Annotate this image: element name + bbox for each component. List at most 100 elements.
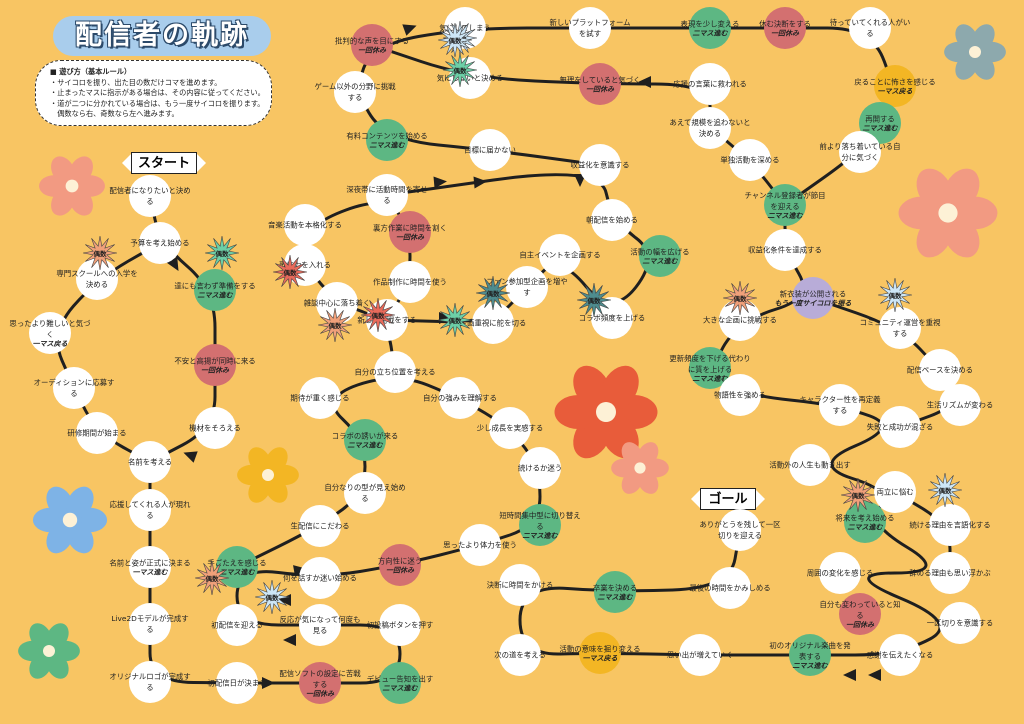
board-square xyxy=(579,144,621,186)
square-label: 新衣装が公開されるもう一度サイコロを振る xyxy=(772,289,854,308)
square-label: 自分なりの型が見え始める xyxy=(324,482,406,504)
flower-icon xyxy=(554,365,658,459)
square-label: 表現を少し変える二マス進む xyxy=(681,19,740,38)
square-label: 収益化条件を達成する xyxy=(744,245,826,256)
square-label: 自分の立ち位置を考える xyxy=(354,367,436,378)
board-square xyxy=(489,407,531,449)
board-square xyxy=(819,552,861,594)
path-arrow xyxy=(433,176,447,189)
square-effect: 一回休み xyxy=(586,85,614,94)
board-square xyxy=(839,131,881,173)
square-label: 収益化を意識する xyxy=(570,160,629,171)
board-square xyxy=(344,472,386,514)
board-square xyxy=(129,175,171,217)
square-text: コラボの誘いが来る xyxy=(331,431,399,441)
board-square xyxy=(299,377,341,419)
square-label: 反応が気になって何度も見る xyxy=(279,614,361,636)
dice-label: 偶数 xyxy=(215,250,229,258)
square-label: コラボの誘いが来る二マス進む xyxy=(324,431,406,450)
square-label: 裏方作業に時間を割く一回休み xyxy=(369,223,451,242)
square-effect: 一マス進む xyxy=(132,568,168,577)
board-square xyxy=(129,661,171,703)
square-text: 表現を少し変える xyxy=(680,19,740,29)
square-text: 研修期間が始まる xyxy=(67,428,127,438)
square-text: 歌に力を入れる xyxy=(279,260,331,270)
board-square xyxy=(594,571,636,613)
board-square xyxy=(389,261,431,303)
square-text: 短時間集中型に切り替える xyxy=(499,511,581,531)
board-square xyxy=(194,407,236,449)
board-square xyxy=(506,266,548,308)
square-text: 機材をそろえる xyxy=(189,423,241,433)
path-arrow xyxy=(473,176,487,189)
square-text: 自分の立ち位置を考える xyxy=(354,367,436,377)
square-label: 気にしないと決める xyxy=(429,73,511,84)
square-label: 続ける理由を言語化する xyxy=(909,520,991,531)
square-text: オリジナルロゴが完成する xyxy=(109,672,191,692)
board-square xyxy=(299,604,341,646)
square-text: 応援の言葉に救われる xyxy=(673,79,747,89)
square-text: 休む決断をする xyxy=(759,19,811,29)
board-square xyxy=(499,564,541,606)
path-arrow xyxy=(183,451,198,463)
board-square xyxy=(764,184,806,226)
board-square xyxy=(819,384,861,426)
square-text: 大きな企画に挑戦する xyxy=(703,315,777,325)
square-effect: 二マス進む xyxy=(382,684,418,693)
board-square xyxy=(764,229,806,271)
square-label: 初投稿ボタンを押す xyxy=(359,620,441,631)
square-text: 将来を考え始める xyxy=(835,513,895,523)
square-label: 不安と高揚が同時に来る一回休み xyxy=(174,356,256,375)
square-label: 辞める理由も思い浮かぶ xyxy=(909,568,991,579)
square-text: 配信ソフトの設定に苦戦する xyxy=(279,669,361,689)
board-square xyxy=(689,7,731,49)
board-square xyxy=(719,374,761,416)
square-label: 配信ソフトの設定に苦戦する一回休み xyxy=(279,668,361,698)
board-square xyxy=(439,377,481,419)
path-arrow xyxy=(262,677,275,689)
square-effect: 二マス進む xyxy=(219,568,255,577)
board-square xyxy=(519,504,561,546)
square-text: 続ける理由を言語化する xyxy=(909,520,991,530)
square-text: 物語性を強める xyxy=(714,390,766,400)
board-square xyxy=(379,544,421,586)
square-label: 将来を考え始める二マス進む xyxy=(835,513,894,532)
square-label: 思い出が増えていく xyxy=(659,650,741,661)
board-square xyxy=(379,604,421,646)
board-square xyxy=(216,546,258,588)
square-label: 初配信を迎える xyxy=(211,620,263,631)
square-label: 決断に時間をかける xyxy=(479,580,561,591)
dice-label: 偶数 xyxy=(265,594,279,602)
dice-burst-icon: 偶数 xyxy=(82,235,118,271)
board-square xyxy=(689,107,731,149)
square-text: 最後の時間をかみしめる xyxy=(689,583,771,593)
square-text: 決断に時間をかける xyxy=(486,580,554,590)
square-text: 思ったより難しいと気づく xyxy=(9,319,91,339)
square-text: 初配信を迎える xyxy=(211,620,263,630)
square-text: 企画重視に舵を切る xyxy=(459,318,527,328)
square-text: 少し成長を実感する xyxy=(476,423,544,433)
board-square xyxy=(879,634,921,676)
square-text: 雑談中心に落ち着く xyxy=(303,298,371,308)
board-square xyxy=(579,632,621,674)
square-effect: 二マス進む xyxy=(692,375,728,383)
square-label: 機材をそろえる xyxy=(189,423,241,434)
dice-burst-icon: 偶数 xyxy=(442,52,478,88)
square-text: 自分なりの型が見え始める xyxy=(324,483,406,503)
square-text: 達にも言わず準備をする xyxy=(174,281,256,291)
square-text: 裏方作業に時間を割く xyxy=(373,223,447,233)
square-text: チャンネル登録者が節目を迎える xyxy=(744,191,826,211)
square-label: チャンネル登録者が節目を迎える二マス進む xyxy=(744,190,826,220)
board-square xyxy=(591,199,633,241)
board-square xyxy=(929,504,971,546)
board-square xyxy=(76,412,118,454)
square-effect: もう一度サイコロを振る xyxy=(774,299,852,308)
dice-label: 偶数 xyxy=(371,312,385,320)
square-effect: 一回休み xyxy=(201,366,229,375)
flower-icon xyxy=(611,442,669,494)
board-square xyxy=(679,634,721,676)
square-text: 音楽活動を本格化する xyxy=(268,220,342,230)
rules-line: ・道が二つに分かれている場合は、もう一度サイコロを振ります。 xyxy=(50,98,265,108)
board-square xyxy=(379,662,421,704)
square-text: 前より落ち着いている自分に気づく xyxy=(819,142,901,162)
